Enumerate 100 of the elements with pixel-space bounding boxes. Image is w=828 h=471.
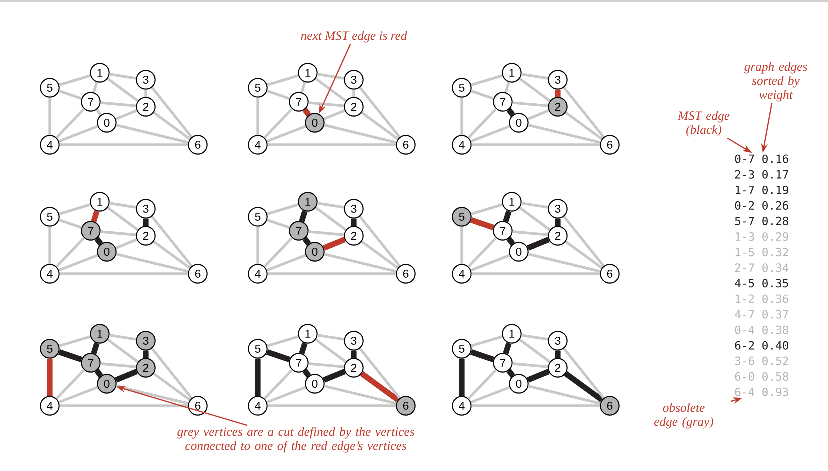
graph-edge	[107, 206, 139, 232]
graph-edge	[58, 125, 98, 143]
graph-edge	[470, 350, 495, 362]
graph-edge	[522, 73, 548, 80]
graph-edge	[564, 372, 604, 402]
edge-weight-row: 0-2 0.26	[735, 201, 788, 210]
graph-edge	[266, 90, 290, 100]
graph-edge	[324, 385, 397, 405]
graph-edge	[527, 369, 550, 383]
annotation-text: obsolete edge (gray)	[654, 403, 714, 429]
graph-edge	[528, 110, 550, 120]
graph-edge	[459, 358, 465, 396]
graph-edge	[472, 144, 600, 146]
graph-edge	[468, 369, 498, 400]
graph-edge	[116, 110, 138, 120]
graph-edge	[266, 218, 290, 230]
graph-edge	[153, 112, 191, 140]
graph-edge	[471, 204, 503, 216]
graph-edge	[460, 98, 464, 136]
graph-edge	[522, 202, 548, 209]
graph-edge	[59, 204, 91, 216]
graph-edge	[60, 404, 188, 408]
graph-edge	[323, 237, 346, 251]
graph-edge	[94, 369, 104, 378]
graph-edge	[302, 369, 312, 378]
graph-edge	[361, 112, 399, 140]
edge-weight-row: 2-3 0.17	[735, 170, 788, 179]
graph-edge	[256, 226, 260, 264]
graph-edge	[59, 74, 91, 86]
graph-edge	[472, 404, 600, 408]
graph-edge	[266, 125, 306, 143]
graph-edge	[308, 102, 344, 108]
graph-edge	[470, 218, 495, 230]
graph-edge	[324, 253, 397, 273]
graph-edge	[96, 109, 102, 116]
graph-edge	[512, 362, 548, 368]
graph-edge	[92, 82, 98, 93]
graph-edge	[351, 218, 357, 226]
graph-edge	[359, 216, 401, 268]
graph-edge	[352, 90, 356, 98]
graph-edge	[315, 338, 347, 364]
edge-weight-row: 0-7 0.16	[735, 154, 788, 164]
graph-edge	[565, 240, 603, 270]
edge-weight-row: 1-7 0.19	[736, 186, 788, 194]
graph-edge	[308, 362, 344, 368]
graph-edge	[468, 108, 498, 139]
graph-edge	[318, 73, 344, 80]
edge-weight-row: 0-4 0.38	[735, 326, 788, 334]
graph-edge	[470, 386, 510, 404]
graph-edge	[324, 110, 346, 120]
graph-edge	[360, 372, 400, 402]
graph-edge	[115, 369, 138, 383]
graph-edge	[315, 206, 347, 232]
graph-edge	[58, 350, 83, 362]
graph-edge	[519, 206, 551, 232]
graph-edge	[299, 210, 308, 222]
graph-edge	[256, 98, 260, 136]
graph-edge	[107, 338, 139, 364]
graph-edge	[302, 108, 312, 117]
graph-edge	[472, 272, 600, 276]
graph-edge	[110, 73, 136, 80]
graph-edge	[359, 86, 401, 138]
graph-edge	[361, 240, 399, 270]
graph-edge	[351, 350, 357, 358]
graph-edge	[116, 238, 138, 250]
graph-edge	[512, 102, 548, 108]
edge-weight-row: 1-3 0.29	[736, 232, 788, 242]
graph-edge	[506, 108, 516, 117]
edge-weight-row: 5-7 0.28	[735, 216, 788, 226]
graph-edge	[100, 102, 136, 108]
graph-edge	[471, 74, 503, 86]
graph-edge	[58, 386, 98, 404]
graph-edge	[266, 254, 306, 272]
graph-edge	[555, 350, 561, 358]
graph-edge	[503, 342, 512, 354]
graph-edge	[144, 90, 148, 98]
graph-edge	[264, 237, 294, 268]
graph-edge	[527, 237, 550, 251]
graph-edge	[519, 78, 551, 102]
graph-edge	[299, 342, 308, 354]
graph-edge	[555, 218, 561, 226]
graph-edge	[302, 237, 312, 246]
graph-edge	[323, 369, 346, 383]
annotation-text: MST edge (black)	[678, 111, 730, 137]
graph-edge	[563, 86, 605, 138]
graph-edge	[267, 336, 299, 348]
graph-edge	[318, 202, 344, 209]
graph-edge	[315, 78, 347, 102]
graph-edge	[107, 78, 139, 102]
graph-edge	[528, 124, 601, 144]
graph-edge	[300, 82, 306, 93]
annotation-text: next MST edge is red	[301, 31, 408, 43]
graph-edge	[264, 108, 294, 139]
edge-weight-row: 6-2 0.40	[735, 341, 788, 350]
graph-edge	[563, 348, 605, 400]
graph-edge	[468, 237, 498, 268]
graph-edge	[528, 253, 601, 273]
graph-edge	[471, 336, 503, 348]
graph-edge	[266, 350, 291, 362]
graph-edge	[116, 124, 189, 144]
